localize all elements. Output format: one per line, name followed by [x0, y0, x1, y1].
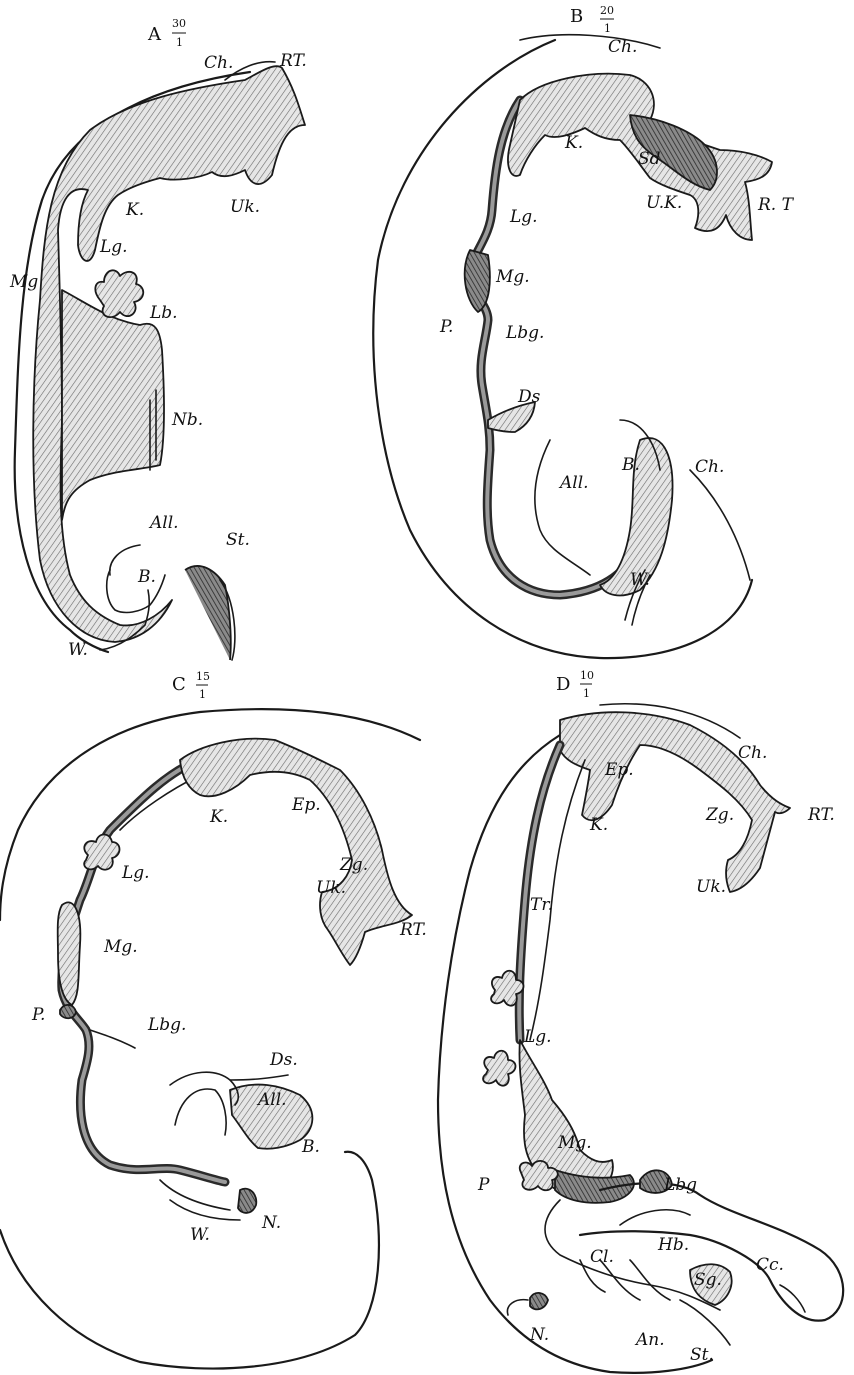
panel-b-stomach	[465, 250, 490, 312]
panel-a-mag-den: 1	[176, 36, 183, 49]
panel-d-label-lg: Lg.	[523, 1027, 552, 1047]
panel-c-pancreas	[60, 1005, 76, 1018]
panel-d-label-n: N.	[529, 1325, 549, 1345]
panel-b-label-k: K.	[564, 133, 583, 153]
panel-d-letter: D	[556, 674, 570, 695]
panel-c-stomach	[58, 902, 81, 1005]
panel-d-label-rt: RT.	[807, 805, 835, 825]
panel-c-label-zg: Zg.	[339, 855, 368, 875]
panel-a-label-b: B.	[137, 567, 156, 587]
panel-d-dorsal-mass	[560, 712, 790, 892]
panel-b-label-all: All.	[558, 473, 589, 493]
panel-b-label-b: B.	[621, 455, 640, 475]
panel-d-label-cc: Cc.	[756, 1255, 784, 1275]
panel-d-label-cl: Cl.	[590, 1247, 614, 1267]
panel-c-label-lg: Lg.	[121, 863, 150, 883]
panel-d: D 10 1 Ch. Ep. Zg. RT. K. Uk. Tr.	[438, 669, 843, 1373]
panel-d-label-ch: Ch.	[738, 743, 767, 763]
panel-d-label-sg: Sg.	[694, 1270, 722, 1290]
panel-a-label-st: St.	[226, 530, 250, 550]
panel-a-label-lb: Lb.	[149, 303, 178, 323]
panel-c-label-p: P.	[31, 1005, 45, 1025]
panel-d-label-st: St.	[690, 1345, 714, 1365]
panel-b-label-w: W.	[630, 570, 650, 590]
panel-c-label-lbg: Lbg.	[147, 1015, 186, 1035]
panel-a-mag-num: 30	[172, 17, 186, 30]
panel-c-n-vesicle	[238, 1189, 256, 1213]
panel-c-label-mg: Mg.	[103, 937, 138, 957]
panel-b-label-ch-top: Ch.	[608, 37, 637, 57]
panel-c-label-n: N.	[261, 1213, 281, 1233]
panel-a-label-all: All.	[148, 513, 179, 533]
panel-d-label-zg: Zg.	[705, 805, 734, 825]
panel-a-stalk	[185, 566, 231, 660]
panel-c: C 15 1 K. Ep. Zg. Uk. RT. Lg. Mg. P. Lbg…	[0, 670, 427, 1369]
panel-b-label-ds: Ds	[517, 387, 541, 407]
panel-b-label-p: P.	[439, 317, 453, 337]
panel-c-label-ep: Ep.	[291, 795, 321, 815]
panel-c-label-ds: Ds.	[269, 1050, 298, 1070]
panel-c-label-k: K.	[209, 807, 228, 827]
panel-b-label-mg: Mg.	[495, 267, 530, 287]
panel-a: A 30 1 Ch. RT. K. Uk. Lg. Mg Lb. Nb. All…	[9, 17, 307, 660]
panel-b: B 20 1 Ch. K. Sd U.K. R. T Lg. Mg. P. Lb…	[373, 4, 794, 658]
panel-b-label-lg: Lg.	[509, 207, 538, 227]
panel-a-label-rt: RT.	[279, 51, 307, 71]
panel-c-label-b: B.	[301, 1137, 320, 1157]
panel-c-gut-tube	[62, 760, 225, 1182]
panel-a-label-uk: Uk.	[230, 197, 260, 217]
panel-d-label-an: An.	[634, 1330, 665, 1350]
panel-d-label-hb: Hb.	[657, 1235, 689, 1255]
panel-a-label-lg: Lg.	[99, 237, 128, 257]
panel-b-label-rt: R. T	[757, 195, 795, 215]
panel-a-letter: A	[147, 24, 162, 45]
panel-a-label-ch: Ch.	[204, 53, 233, 73]
panel-b-label-lbg: Lbg.	[505, 323, 544, 343]
panel-c-label-w: W.	[190, 1225, 210, 1245]
panel-c-mag-num: 15	[196, 670, 210, 683]
panel-a-label-nb: Nb.	[171, 410, 203, 430]
panel-a-liver-bud	[95, 270, 143, 317]
panel-c-letter: C	[172, 674, 186, 695]
panel-a-midgut-block	[62, 290, 164, 520]
panel-c-label-rt: RT.	[399, 920, 427, 940]
panel-d-mag-num: 10	[580, 669, 594, 682]
panel-b-mag-num: 20	[600, 4, 614, 17]
panel-b-label-ch-right: Ch.	[695, 457, 724, 477]
panel-a-label-mg: Mg	[9, 272, 38, 292]
panel-c-label-all: All.	[256, 1090, 287, 1110]
panel-c-mag-den: 1	[199, 688, 206, 701]
panel-d-label-lbg: Lbg	[663, 1175, 697, 1195]
panel-d-n-vesicle	[530, 1293, 548, 1309]
panel-d-label-mg: Mg.	[557, 1133, 592, 1153]
panel-d-mag-den: 1	[583, 687, 590, 700]
panel-d-label-uk: Uk.	[696, 877, 726, 897]
panel-c-label-uk: Uk.	[316, 878, 346, 898]
panel-a-label-k: K.	[125, 200, 144, 220]
panel-c-upper-mass	[180, 739, 412, 965]
panel-b-letter: B	[570, 6, 583, 27]
panel-d-label-tr: Tr.	[530, 895, 553, 915]
panel-b-label-sd: Sd	[638, 149, 661, 169]
panel-c-liver-lobes	[84, 835, 119, 870]
panel-a-label-w: W.	[68, 640, 88, 660]
panel-d-label-k: K.	[589, 815, 608, 835]
panel-b-label-uk: U.K.	[646, 193, 682, 213]
panel-d-label-ep: Ep.	[604, 760, 634, 780]
panel-d-chorion-outline	[438, 735, 712, 1373]
panel-b-mag-den: 1	[604, 22, 611, 35]
panel-d-label-p: P	[477, 1175, 490, 1195]
